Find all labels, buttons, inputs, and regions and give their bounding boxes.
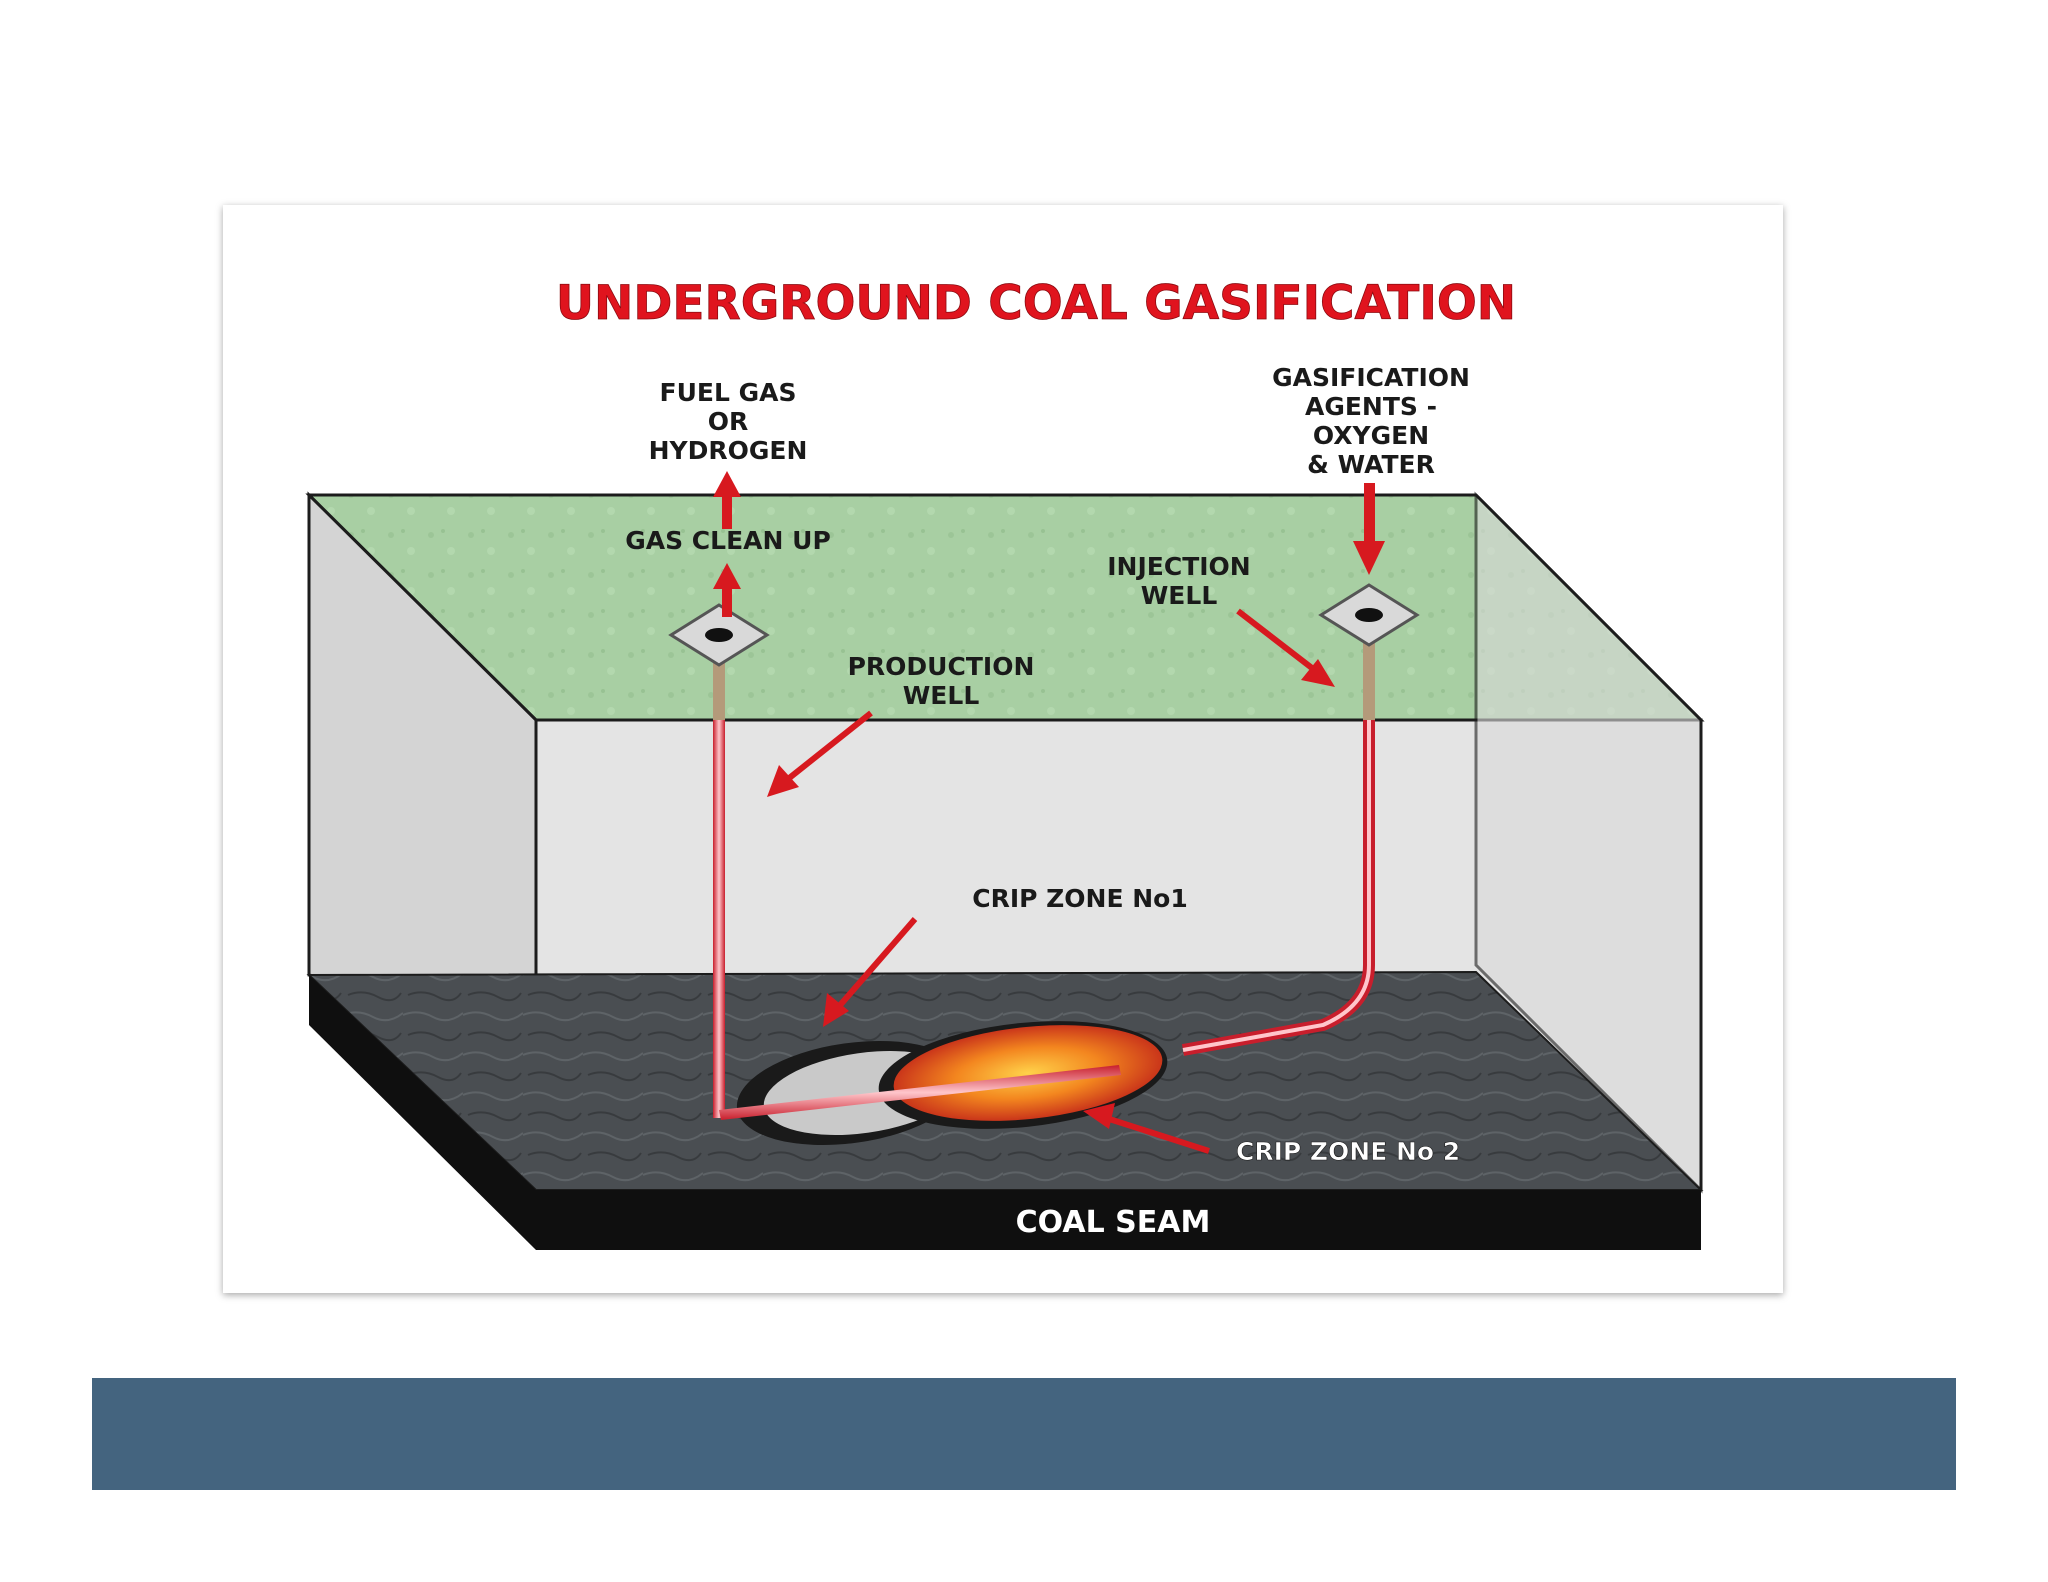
coal-seam-label: COAL SEAM (1016, 1205, 1211, 1240)
fuel-gas-label-line3: HYDROGEN (649, 436, 808, 465)
gasification-agents-label-line3: OXYGEN (1313, 421, 1429, 450)
gasification-diagram: UNDERGROUND COAL GASIFICATION COAL SEAM (223, 205, 1783, 1293)
injection-well-label-line1: INJECTION (1107, 552, 1250, 581)
production-well-label-line2: WELL (903, 681, 980, 710)
gas-clean-up-label: GAS CLEAN UP (625, 526, 831, 555)
injection-well-label-line2: WELL (1141, 581, 1218, 610)
fuel-gas-label-line2: OR (708, 407, 749, 436)
footer-bar (92, 1378, 1956, 1490)
diagram-title: UNDERGROUND COAL GASIFICATION (556, 276, 1516, 331)
production-well-label-line1: PRODUCTION (848, 652, 1035, 681)
fuel-gas-label-line1: FUEL GAS (660, 378, 797, 407)
production-well-pipe (713, 720, 725, 1118)
gasification-agents-label-line4: & WATER (1307, 450, 1435, 479)
gasification-agents-label-line1: GASIFICATION (1272, 363, 1470, 392)
crip-zone-2-label: CRIP ZONE No 2 (1236, 1137, 1460, 1166)
diagram-card: UNDERGROUND COAL GASIFICATION COAL SEAM (223, 205, 1783, 1293)
crip-zone-1-label: CRIP ZONE No1 (972, 884, 1188, 913)
gasification-agents-label-line2: AGENTS - (1305, 392, 1437, 421)
